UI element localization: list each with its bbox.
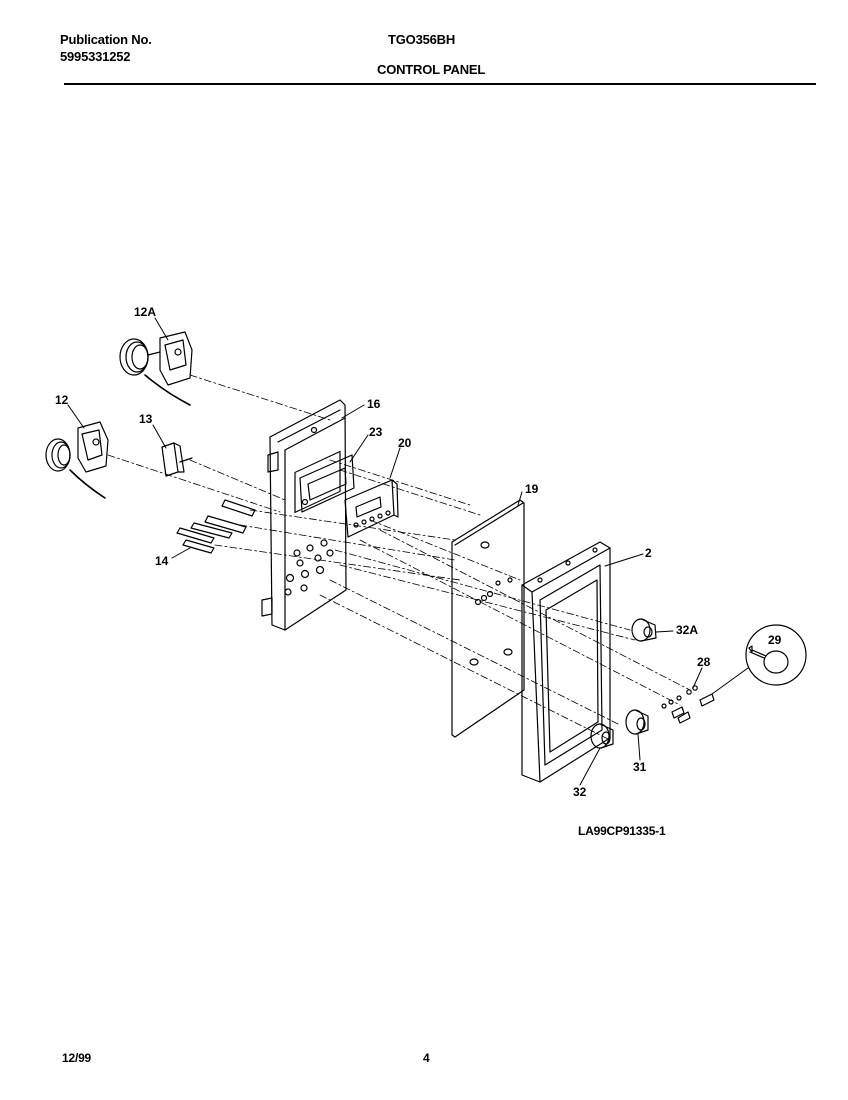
callout-20: 20	[398, 436, 412, 450]
part-16-panel-bracket	[261, 399, 347, 631]
callout-31: 31	[633, 760, 647, 774]
callout-16: 16	[367, 397, 381, 411]
alignment-lines	[107, 374, 691, 741]
callout-12: 12	[55, 393, 69, 407]
callout-32: 32	[573, 785, 587, 799]
part-12a-thermostat	[119, 331, 193, 406]
callout-29: 29	[768, 633, 782, 647]
part-28-screws	[661, 685, 715, 724]
drawing-number: LA99CP91335-1	[578, 824, 666, 838]
publication-number: 5995331252	[60, 49, 131, 64]
callout-23: 23	[369, 425, 383, 439]
part-32a-knob	[631, 618, 657, 642]
leader-lines	[67, 317, 749, 786]
callout-12a: 12A	[134, 305, 156, 319]
part-19-overlay-panel	[451, 499, 525, 738]
footer-date: 12/99	[62, 1051, 92, 1065]
part-13-switch	[161, 442, 193, 477]
model-number: TGO356BH	[388, 32, 456, 47]
header-rule	[64, 83, 816, 85]
part-31-knob	[625, 709, 649, 735]
panel-holes	[284, 426, 334, 596]
callout-19: 19	[525, 482, 539, 496]
callout-13: 13	[139, 412, 153, 426]
callout-14: 14	[155, 554, 169, 568]
section-title: CONTROL PANEL	[377, 62, 486, 77]
part-29-detail	[745, 624, 807, 686]
callout-32a: 32A	[676, 623, 698, 637]
callout-28: 28	[697, 655, 711, 669]
publication-label: Publication No.	[60, 32, 152, 47]
callout-labels: 12A 12 13 14 16 23 20 19 2 32A 29 28 31 …	[55, 305, 782, 799]
part-20-control-board	[344, 479, 399, 538]
part-14-terminals	[176, 499, 256, 554]
part-12-thermostat	[45, 421, 109, 499]
callout-2: 2	[645, 546, 652, 560]
page-number: 4	[423, 1051, 430, 1065]
part-23-display-bracket	[299, 454, 355, 513]
